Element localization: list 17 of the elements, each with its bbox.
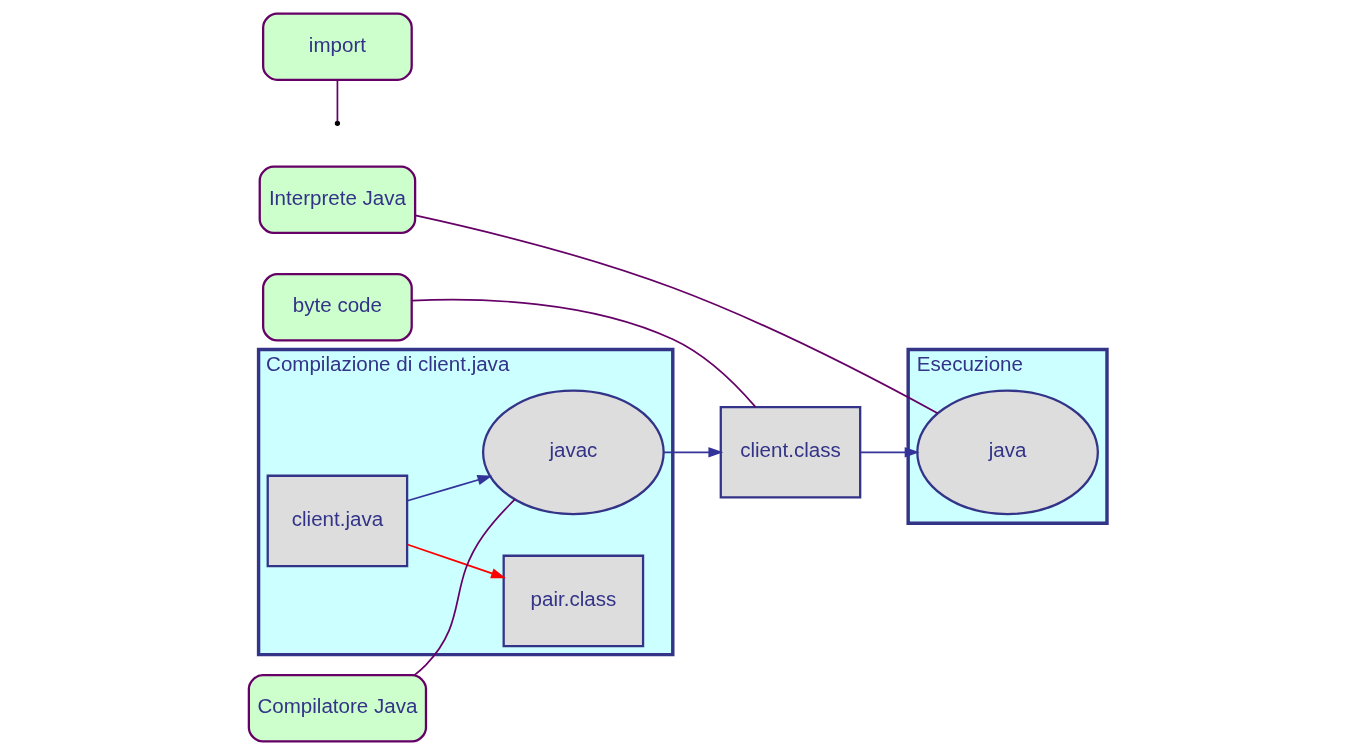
- node-box: byte code: [261, 272, 413, 341]
- arrow: [406, 474, 492, 502]
- node-ellipse: javac: [481, 389, 665, 515]
- node-box: client.java: [266, 474, 408, 567]
- connector: [336, 78, 338, 122]
- arrow: [662, 446, 723, 458]
- arrow: [858, 446, 920, 458]
- connector: [413, 498, 516, 676]
- connector: [413, 214, 938, 414]
- node-box: pair.class: [502, 554, 644, 647]
- arrow: [406, 543, 506, 578]
- node-box: Compilatore Java: [247, 673, 427, 743]
- node-ellipse: java: [915, 389, 1099, 515]
- node-box: Interprete Java: [258, 165, 416, 234]
- node-box: import: [261, 11, 413, 81]
- node-box: client.class: [719, 405, 861, 499]
- connector: [410, 298, 756, 408]
